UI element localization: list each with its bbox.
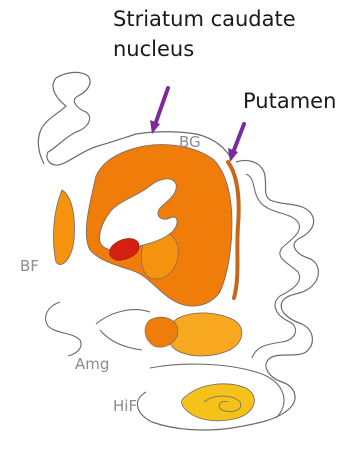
amygdala-outline bbox=[96, 310, 150, 350]
hippocampal-formation-label: HiF bbox=[113, 397, 137, 415]
sulcus-left bbox=[46, 302, 81, 356]
putamen-arrow bbox=[228, 124, 244, 162]
caudate-arrow bbox=[150, 88, 168, 134]
basal-forebrain-region bbox=[54, 190, 75, 265]
basal-ganglia-label: BG bbox=[179, 133, 201, 151]
hippocampal-formation bbox=[182, 384, 255, 421]
basal-forebrain-label: BF bbox=[20, 257, 39, 275]
amygdala-label: Amg bbox=[75, 355, 109, 373]
amygdala-region bbox=[168, 313, 242, 356]
